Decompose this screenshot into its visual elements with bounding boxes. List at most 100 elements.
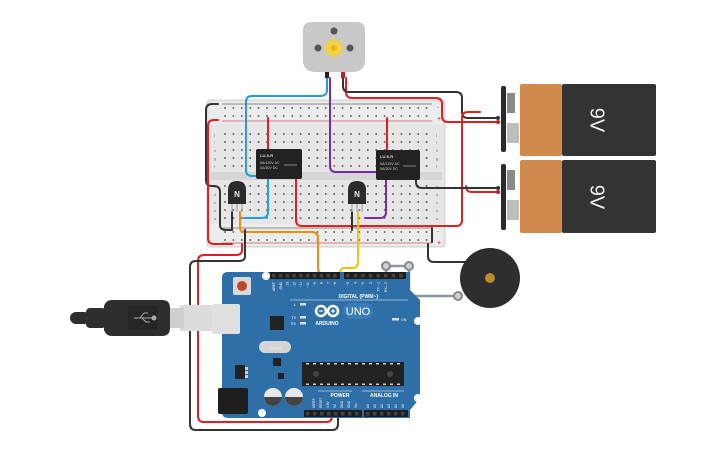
header-pin[interactable] bbox=[319, 274, 324, 278]
breadboard-hole[interactable] bbox=[308, 185, 310, 187]
breadboard-hole[interactable] bbox=[325, 193, 327, 195]
breadboard-hole[interactable] bbox=[358, 209, 361, 211]
usb-cable[interactable] bbox=[70, 300, 220, 336]
breadboard-hole[interactable] bbox=[400, 133, 403, 135]
breadboard-hole[interactable] bbox=[257, 193, 260, 195]
breadboard-hole[interactable] bbox=[383, 217, 386, 219]
breadboard-hole[interactable] bbox=[358, 149, 361, 151]
breadboard-hole[interactable] bbox=[350, 209, 352, 211]
header-pin[interactable] bbox=[368, 274, 373, 278]
breadboard-hole[interactable] bbox=[333, 141, 335, 143]
breadboard-hole[interactable] bbox=[383, 133, 386, 135]
breadboard-hole[interactable] bbox=[257, 133, 260, 135]
breadboard-hole[interactable] bbox=[325, 141, 327, 143]
breadboard-hole[interactable] bbox=[274, 141, 277, 143]
header-pin[interactable] bbox=[313, 412, 317, 416]
breadboard-hole[interactable] bbox=[325, 133, 327, 135]
breadboard-hole[interactable] bbox=[392, 217, 394, 219]
breadboard-hole[interactable] bbox=[341, 201, 344, 203]
breadboard-hole[interactable] bbox=[299, 217, 302, 219]
breadboard-hole[interactable] bbox=[283, 133, 285, 135]
header-pin[interactable] bbox=[366, 412, 370, 416]
breadboard-hole[interactable] bbox=[283, 141, 285, 143]
breadboard-hole[interactable] bbox=[241, 141, 243, 143]
breadboard-hole[interactable] bbox=[316, 141, 319, 143]
header-pin[interactable] bbox=[326, 274, 330, 278]
breadboard-hole[interactable] bbox=[241, 149, 243, 151]
header-pin[interactable] bbox=[346, 274, 350, 278]
header-pin[interactable] bbox=[361, 274, 365, 278]
breadboard-hole[interactable] bbox=[383, 201, 386, 203]
relay-2[interactable]: LU-5-R 5A/125V AC 5A/30V DC bbox=[376, 150, 420, 180]
breadboard-hole[interactable] bbox=[308, 149, 310, 151]
usb-port[interactable] bbox=[212, 304, 240, 334]
header-pin[interactable] bbox=[348, 412, 352, 416]
breadboard-hole[interactable] bbox=[341, 185, 344, 187]
breadboard-hole[interactable] bbox=[266, 217, 268, 219]
breadboard-hole[interactable] bbox=[232, 149, 235, 151]
breadboard-hole[interactable] bbox=[367, 193, 369, 195]
breadboard-hole[interactable] bbox=[333, 157, 335, 159]
breadboard-hole[interactable] bbox=[358, 141, 361, 143]
breadboard-hole[interactable] bbox=[350, 141, 352, 143]
wire-black-motor-battery[interactable] bbox=[342, 77, 497, 119]
breadboard-hole[interactable] bbox=[409, 201, 411, 203]
header-pin[interactable] bbox=[272, 274, 276, 278]
breadboard-hole[interactable] bbox=[341, 149, 344, 151]
digital-header[interactable] bbox=[270, 272, 406, 279]
breadboard-hole[interactable] bbox=[316, 201, 319, 203]
breadboard-hole[interactable] bbox=[283, 217, 285, 219]
breadboard-hole[interactable] bbox=[224, 165, 226, 167]
wire-purple-motor[interactable] bbox=[329, 77, 377, 173]
breadboard-hole[interactable] bbox=[257, 201, 260, 203]
breadboard-hole[interactable] bbox=[425, 185, 428, 187]
breadboard-hole[interactable] bbox=[341, 157, 344, 159]
breadboard-hole[interactable] bbox=[350, 133, 352, 135]
breadboard-hole[interactable] bbox=[341, 141, 344, 143]
breadboard-hole[interactable] bbox=[308, 141, 310, 143]
breadboard-hole[interactable] bbox=[400, 209, 403, 211]
breadboard-hole[interactable] bbox=[291, 193, 293, 195]
breadboard-hole[interactable] bbox=[333, 133, 335, 135]
breadboard-hole[interactable] bbox=[409, 193, 411, 195]
breadboard-hole[interactable] bbox=[316, 185, 319, 187]
breadboard-hole[interactable] bbox=[224, 133, 226, 135]
breadboard-hole[interactable] bbox=[224, 157, 226, 159]
breadboard-hole[interactable] bbox=[274, 185, 277, 187]
breadboard-hole[interactable] bbox=[325, 201, 327, 203]
breadboard-hole[interactable] bbox=[283, 201, 285, 203]
breadboard-hole[interactable] bbox=[299, 185, 302, 187]
breadboard-hole[interactable] bbox=[425, 193, 428, 195]
breadboard-hole[interactable] bbox=[232, 141, 235, 143]
breadboard-hole[interactable] bbox=[341, 133, 344, 135]
breadboard-hole[interactable] bbox=[224, 149, 226, 151]
breadboard-hole[interactable] bbox=[232, 157, 235, 159]
breadboard-hole[interactable] bbox=[232, 209, 235, 211]
breadboard-hole[interactable] bbox=[224, 217, 226, 219]
breadboard-hole[interactable] bbox=[383, 193, 386, 195]
breadboard-hole[interactable] bbox=[316, 165, 319, 167]
breadboard-hole[interactable] bbox=[274, 217, 277, 219]
breadboard-hole[interactable] bbox=[224, 209, 226, 211]
breadboard-hole[interactable] bbox=[392, 185, 394, 187]
breadboard-hole[interactable] bbox=[325, 185, 327, 187]
breadboard-hole[interactable] bbox=[358, 217, 361, 219]
breadboard-hole[interactable] bbox=[291, 209, 293, 211]
breadboard-hole[interactable] bbox=[224, 185, 226, 187]
header-pin[interactable] bbox=[384, 274, 388, 278]
breadboard-hole[interactable] bbox=[249, 201, 251, 203]
breadboard-hole[interactable] bbox=[400, 185, 403, 187]
breadboard-hole[interactable] bbox=[383, 185, 386, 187]
breadboard-hole[interactable] bbox=[325, 165, 327, 167]
battery-1[interactable]: 9V bbox=[501, 84, 656, 156]
relay-1[interactable]: LU-5-R 5A/125V AC 5A/30V DC bbox=[256, 149, 302, 179]
bottom-headers[interactable] bbox=[304, 410, 408, 417]
wire-red-relay1-out[interactable] bbox=[295, 111, 481, 227]
transistor-1[interactable]: N bbox=[228, 181, 246, 212]
header-pin[interactable] bbox=[334, 412, 338, 416]
breadboard-hole[interactable] bbox=[325, 149, 327, 151]
breadboard-hole[interactable] bbox=[299, 201, 302, 203]
breadboard-hole[interactable] bbox=[316, 217, 319, 219]
